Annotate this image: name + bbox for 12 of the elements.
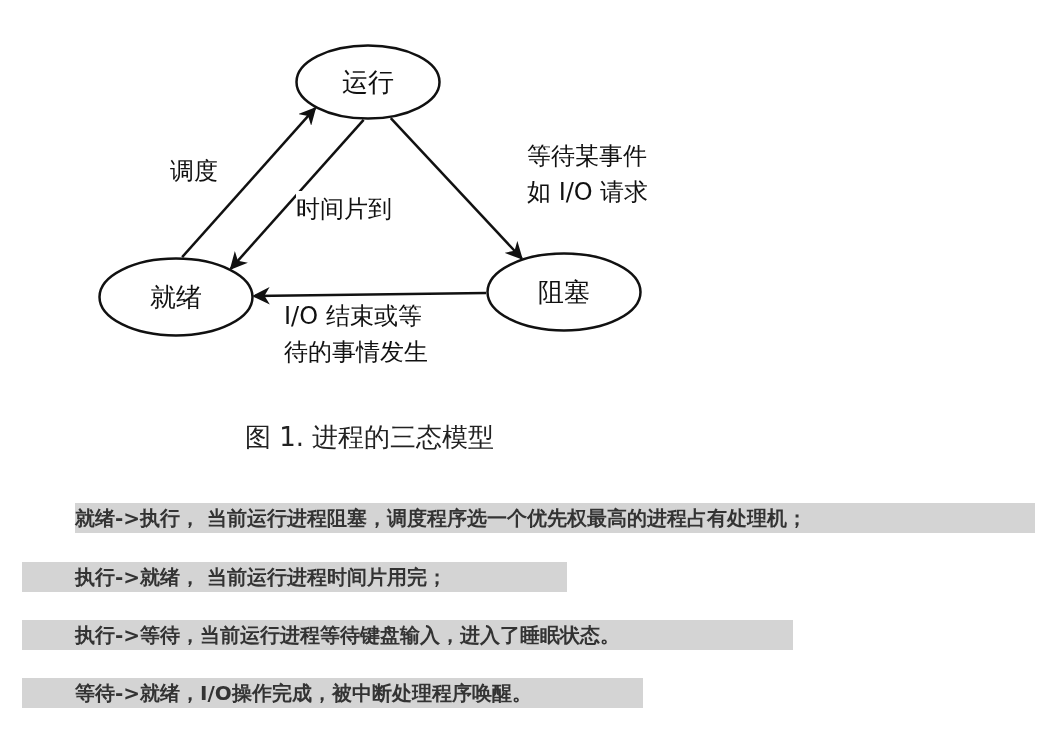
state-label: 运行 [341,69,395,95]
highlighted-note: 就绪->执行， 当前运行进程阻塞，调度程序选一个优先权最高的进程占有处理机； [75,503,1035,533]
arrow [181,106,317,258]
arrow [389,117,523,260]
arrow [252,287,487,305]
figure-caption: 图 1. 进程的三态模型 [245,421,495,454]
state-label: 就绪 [149,284,203,310]
arrow [229,119,365,270]
state-label: 阻塞 [537,279,591,305]
highlighted-note: 执行->就绪， 当前运行进程时间片用完； [22,562,567,592]
highlighted-note: 等待->就绪，I/O操作完成，被中断处理程序唤醒。 [22,678,643,708]
highlighted-note: 执行->等待，当前运行进程等待键盘输入，进入了睡眠状态。 [22,620,793,650]
